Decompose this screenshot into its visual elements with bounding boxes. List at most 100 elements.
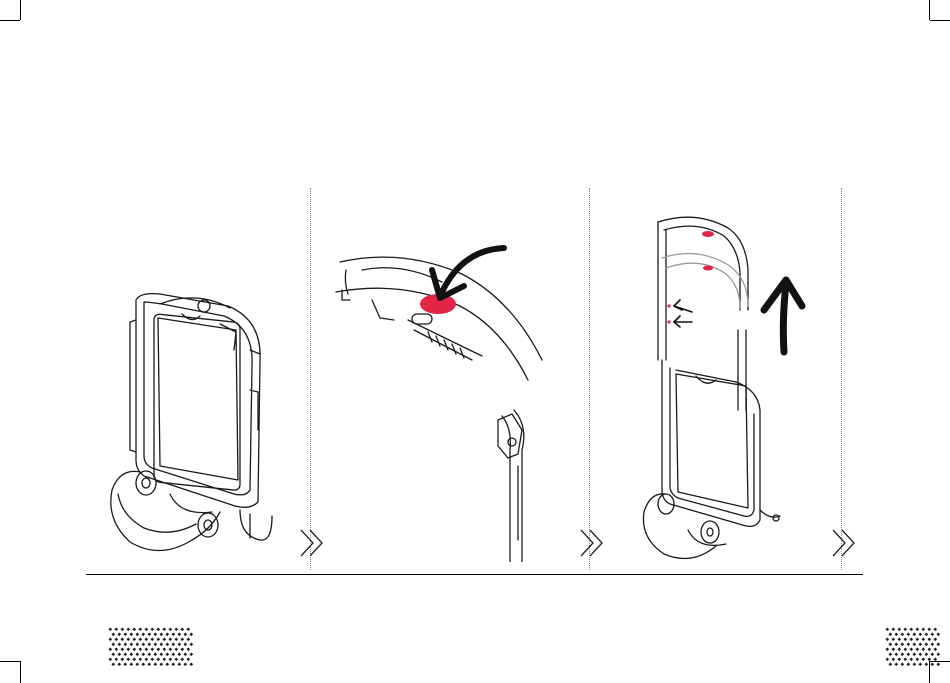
halftone-dot [927, 657, 931, 661]
halftone-dot [156, 657, 160, 661]
halftone-dot [165, 642, 169, 646]
halftone-dot [927, 647, 931, 651]
halftone-dot [114, 627, 118, 631]
halftone-dot [924, 652, 928, 656]
halftone-dot [921, 647, 925, 651]
small-arrow-icon [674, 300, 692, 312]
halftone-dot [138, 657, 142, 661]
halftone-dot [930, 642, 934, 646]
middle-button-highlight [703, 266, 713, 271]
halftone-dot [117, 642, 121, 646]
halftone-dot [171, 662, 175, 666]
halftone-dot [147, 662, 151, 666]
step-separator [310, 188, 311, 570]
halftone-dot [915, 627, 919, 631]
halftone-dot [141, 642, 145, 646]
halftone-dot [912, 652, 916, 656]
halftone-dot [162, 647, 166, 651]
top-button-highlight [702, 231, 714, 237]
halftone-dot [174, 637, 178, 641]
step-separator [589, 188, 590, 570]
halftone-dot [135, 632, 139, 636]
halftone-dot [138, 637, 142, 641]
halftone-dot [132, 637, 136, 641]
halftone-dot [165, 662, 169, 666]
halftone-dot [180, 637, 184, 641]
halftone-dot [189, 642, 193, 646]
halftone-dot [888, 642, 892, 646]
halftone-dot [897, 657, 901, 661]
halftone-dot [129, 632, 133, 636]
halftone-dot [906, 642, 910, 646]
halftone-dot [930, 632, 934, 636]
halftone-dot [906, 632, 910, 636]
halftone-dot [111, 642, 115, 646]
halftone-dot [147, 632, 151, 636]
halftone-dot [117, 662, 121, 666]
halftone-dot [117, 652, 121, 656]
halftone-dot [123, 662, 127, 666]
halftone-dot [891, 647, 895, 651]
halftone-dot [186, 637, 190, 641]
halftone-dot [174, 657, 178, 661]
halftone-dot [906, 652, 910, 656]
halftone-dot [906, 662, 910, 666]
halftone-dot [915, 637, 919, 641]
halftone-dot [912, 662, 916, 666]
halftone-dot [120, 637, 124, 641]
halftone-dot [138, 647, 142, 651]
halftone-dot [111, 662, 115, 666]
halftone-dot [120, 657, 124, 661]
halftone-dot [147, 642, 151, 646]
halftone-dot [177, 632, 181, 636]
halftone-dot [933, 647, 937, 651]
halftone-dot [888, 632, 892, 636]
halftone-dot [180, 627, 184, 631]
halftone-dot [126, 657, 130, 661]
halftone-dot [918, 642, 922, 646]
halftone-dot [129, 662, 133, 666]
halftone-dot [921, 657, 925, 661]
chevron-next-icon [578, 528, 612, 558]
halftone-dot [162, 627, 166, 631]
halftone-dot [894, 652, 898, 656]
halftone-dot [885, 657, 889, 661]
halftone-dot [141, 652, 145, 656]
halftone-dot [933, 627, 937, 631]
halftone-dot [924, 632, 928, 636]
halftone-dot [123, 642, 127, 646]
halftone-dot [153, 632, 157, 636]
halftone-dot [108, 647, 112, 651]
bottom-rule [86, 574, 863, 575]
halftone-dot [108, 657, 112, 661]
halftone-dot [936, 652, 940, 656]
halftone-dot [165, 632, 169, 636]
halftone-dot [114, 647, 118, 651]
halftone-dot [111, 652, 115, 656]
halftone-dot [174, 627, 178, 631]
halftone-dot [918, 662, 922, 666]
halftone-dot [159, 642, 163, 646]
halftone-dot [183, 662, 187, 666]
chevron-next-icon [298, 528, 332, 558]
halftone-dot [126, 647, 130, 651]
halftone-dot [186, 647, 190, 651]
halftone-dot [915, 657, 919, 661]
chevron-next-icon [830, 528, 864, 558]
halftone-dot [150, 657, 154, 661]
halftone-dot [171, 632, 175, 636]
halftone-dot [918, 632, 922, 636]
halftone-dot [897, 627, 901, 631]
halftone-dot [144, 657, 148, 661]
halftone-dot [168, 657, 172, 661]
halftone-dot [144, 627, 148, 631]
halftone-dot [180, 647, 184, 651]
halftone-dot [156, 637, 160, 641]
halftone-dot [147, 652, 151, 656]
halftone-dot [924, 642, 928, 646]
halftone-dot [129, 652, 133, 656]
halftone-dot [171, 642, 175, 646]
halftone-dot [150, 647, 154, 651]
halftone-dot [126, 637, 130, 641]
